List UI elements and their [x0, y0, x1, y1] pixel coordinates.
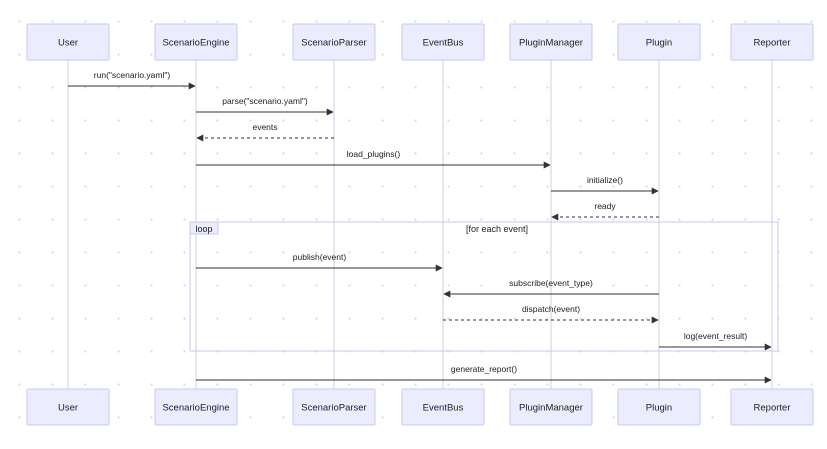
participant-box-reporter-bottom [730, 388, 814, 426]
loop-label-tab [189, 221, 219, 235]
message-label-1: run("scenario.yaml") [94, 70, 171, 80]
participant-box-reporter-top [730, 23, 814, 61]
participant-box-parser-top [292, 23, 376, 61]
participant-label-engine-bottom: ScenarioEngine [162, 403, 229, 414]
message-label-10: log(event_result) [684, 331, 747, 341]
participant-label-reporter-bottom: Reporter [754, 403, 791, 414]
message-label-6: ready [594, 201, 616, 211]
participant-box-plugin-top [617, 23, 701, 61]
message-label-2: parse("scenario.yaml") [222, 96, 308, 106]
loop-box [189, 221, 779, 352]
loop-frame: loop [for each event] [189, 221, 779, 352]
message-label-8: subscribe(event_type) [509, 278, 593, 288]
participant-label-engine-top: ScenarioEngine [162, 38, 229, 49]
participant-label-parser-bottom: ScenarioParser [301, 403, 366, 414]
participant-label-user-top: User [58, 38, 78, 49]
participant-label-reporter-top: Reporter [754, 38, 791, 49]
participant-label-pm-bottom: PluginManager [519, 403, 583, 414]
message-label-11: generate_report() [451, 364, 517, 374]
participant-label-user-bottom: User [58, 403, 78, 414]
participant-box-pm-top [509, 23, 593, 61]
participant-box-plugin-bottom [617, 388, 701, 426]
loop-condition: [for each event] [466, 224, 528, 234]
participant-label-bus-bottom: EventBus [423, 403, 464, 414]
participant-box-bus-top [401, 23, 485, 61]
message-label-7: publish(event) [293, 252, 347, 262]
participant-label-bus-top: EventBus [423, 38, 464, 49]
message-label-5: initialize() [587, 175, 623, 185]
participant-box-parser-bottom [292, 388, 376, 426]
participant-label-plugin-top: Plugin [646, 38, 672, 49]
participant-label-plugin-bottom: Plugin [646, 403, 672, 414]
participant-box-user-top [26, 23, 110, 61]
participant-label-parser-top: ScenarioParser [301, 38, 366, 49]
message-label-9: dispatch(event) [522, 304, 580, 314]
participant-box-pm-bottom [509, 388, 593, 426]
participant-boxes: UserUserScenarioEngineScenarioEngineScen… [26, 23, 814, 426]
lifelines [67, 60, 773, 389]
loop-keyword: loop [195, 224, 212, 234]
message-label-4: load_plugins() [347, 149, 401, 159]
message-label-3: events [252, 122, 277, 132]
participant-box-engine-top [154, 23, 238, 61]
participant-box-user-bottom [26, 388, 110, 426]
messages: run("scenario.yaml") parse("scenario.yaml… [68, 70, 772, 384]
participant-label-pm-top: PluginManager [519, 38, 583, 49]
participant-box-bus-bottom [401, 388, 485, 426]
participant-box-engine-bottom [154, 388, 238, 426]
